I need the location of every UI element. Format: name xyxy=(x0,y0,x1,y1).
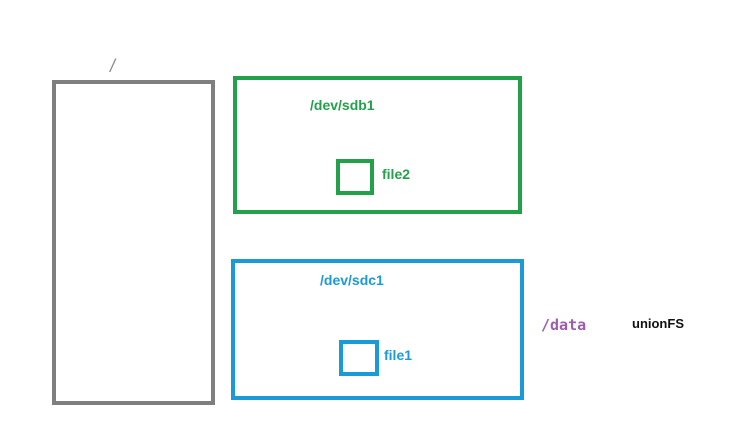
file2-box xyxy=(336,159,374,195)
sdb1-device-label: /dev/sdb1 xyxy=(310,97,375,113)
file2-label: file2 xyxy=(382,166,411,182)
file1-box xyxy=(339,340,379,376)
sdb1-device-box xyxy=(233,76,522,214)
root-filesystem-label: / xyxy=(110,56,116,76)
data-mount-label: /data xyxy=(541,316,587,334)
sdc1-device-label: /dev/sdc1 xyxy=(320,272,384,288)
sdc1-device-box xyxy=(231,259,524,400)
file1-label: file1 xyxy=(384,347,413,363)
unionfs-label: unionFS xyxy=(632,316,684,331)
root-filesystem-box xyxy=(52,80,215,405)
